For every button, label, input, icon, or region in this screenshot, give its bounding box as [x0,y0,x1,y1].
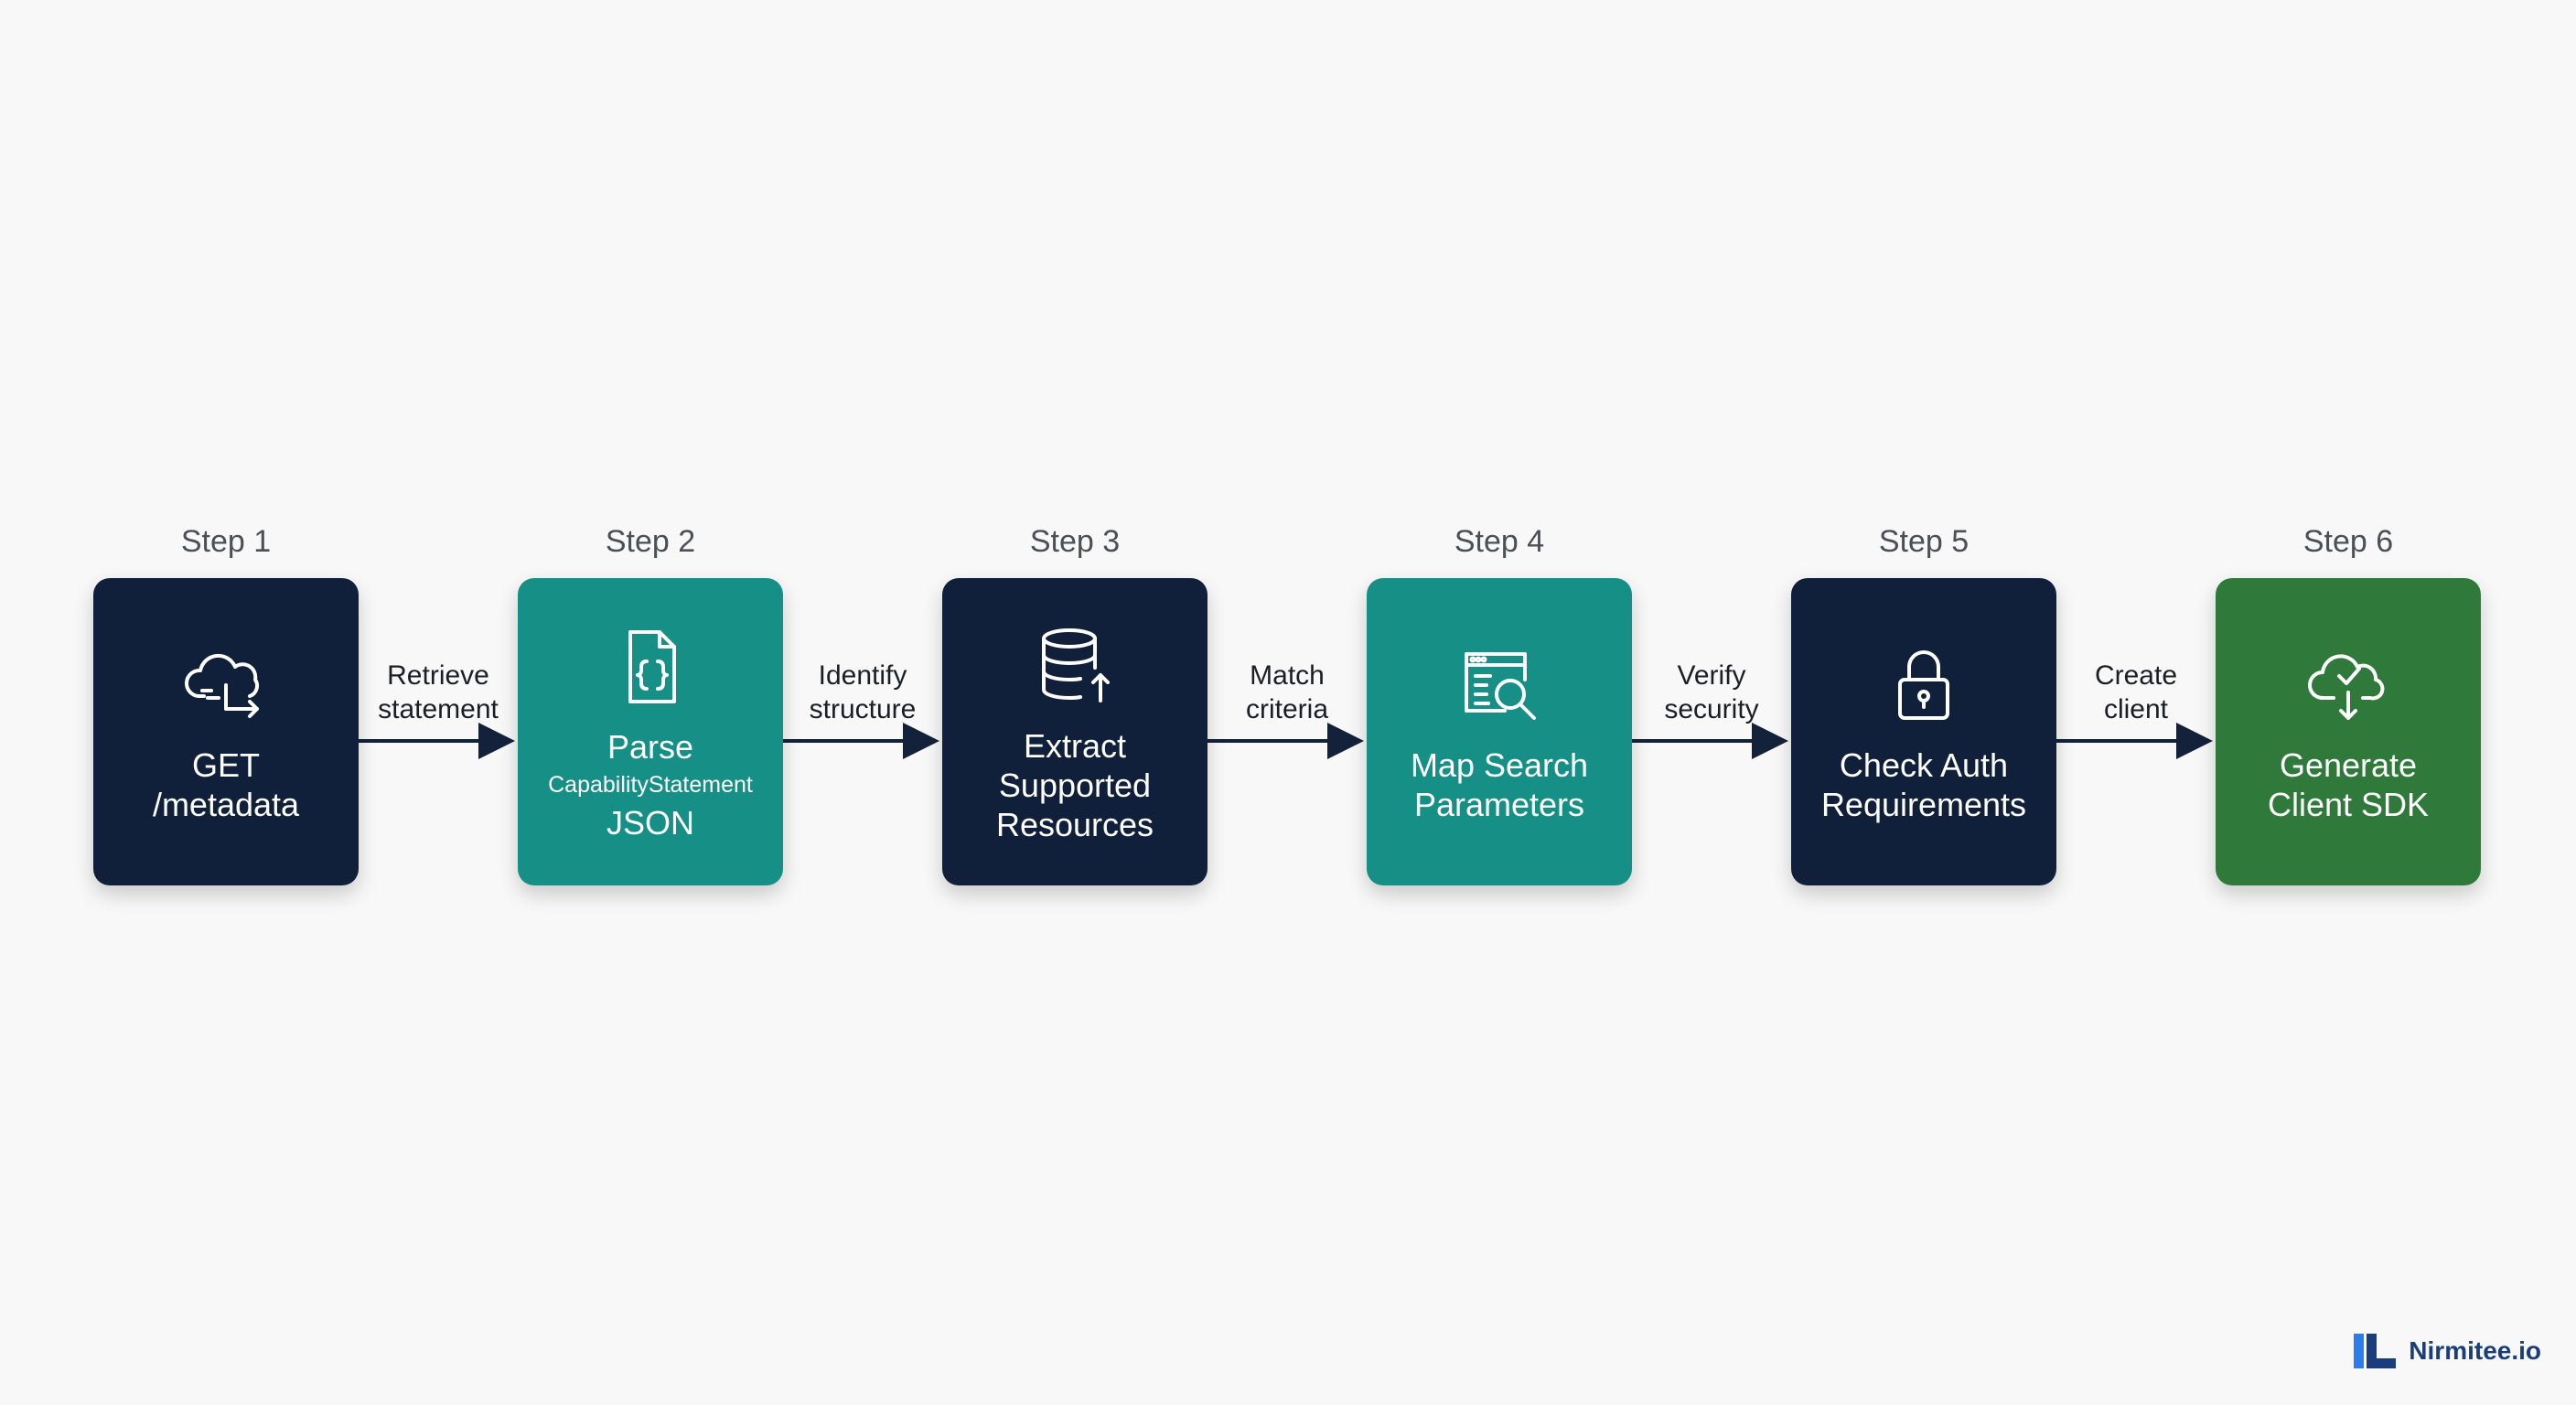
cloud-check-icon [2302,639,2394,731]
step-1-label: Step 1 [180,524,272,559]
cloud-download-icon [180,639,272,731]
brand-logo-icon [2354,1334,2397,1368]
step-6-label: Step 6 [2302,524,2394,559]
json-file-icon [605,621,696,713]
step-2-title: Parse CapabilityStatement JSON [548,728,753,842]
step-4-label: Step 4 [1454,524,1545,559]
step-1-title: GET/metadata [152,746,300,823]
brand-watermark: Nirmitee.io [2354,1334,2541,1368]
step-2-card: Parse CapabilityStatement JSON [518,578,783,885]
search-window-icon [1454,639,1545,731]
step-1-card: GET/metadata [93,578,359,885]
brand-name: Nirmitee.io [2409,1336,2541,1365]
lock-icon [1878,639,1970,731]
database-icon [1029,620,1121,712]
step-2-label: Step 2 [605,524,696,559]
step-5-label: Step 5 [1878,524,1970,559]
step-3-label: Step 3 [1029,524,1121,559]
